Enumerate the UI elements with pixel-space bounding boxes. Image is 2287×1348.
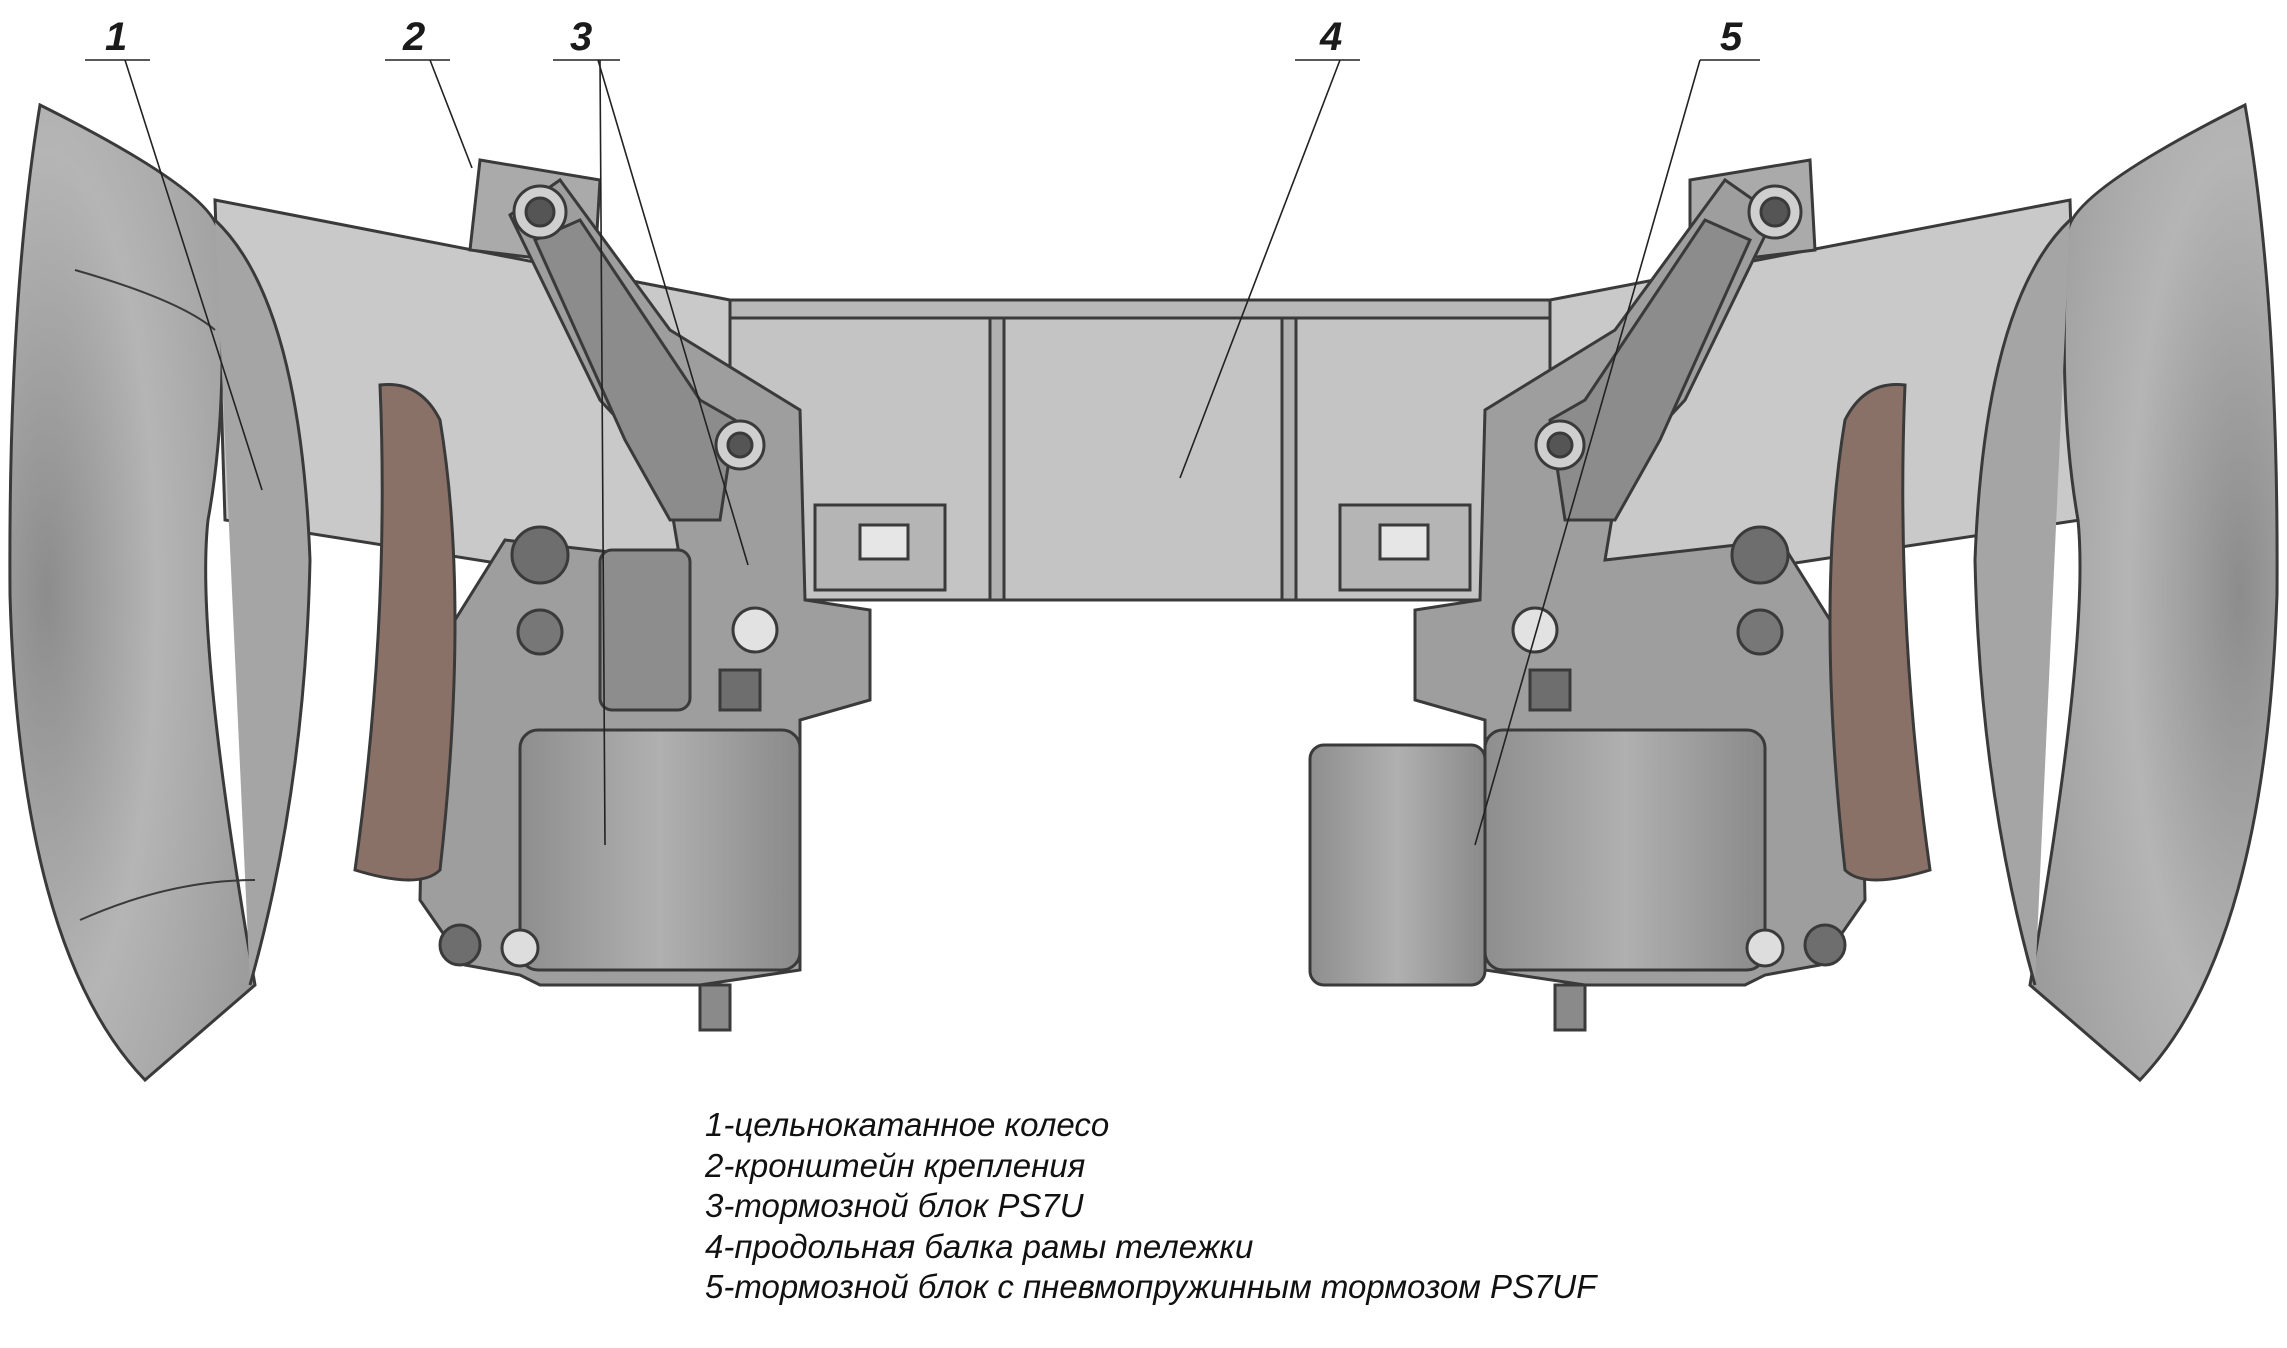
leader-lines bbox=[85, 59, 1760, 846]
right-wheel bbox=[1973, 102, 2279, 1083]
callout-4: 4 bbox=[1319, 15, 1342, 59]
longitudinal-beam bbox=[213, 198, 2082, 602]
brake-unit-ps7uf bbox=[1308, 177, 1932, 1032]
callout-5: 5 bbox=[1720, 15, 1743, 59]
left-wheel bbox=[8, 102, 312, 1083]
callout-1: 1 bbox=[105, 15, 127, 59]
legend-item-ps7u: 3-тормозной блок PS7U bbox=[705, 1187, 1084, 1224]
callout-3: 3 bbox=[570, 15, 592, 59]
brake-unit-ps7u bbox=[353, 177, 872, 1032]
legend: 1-цельнокатанное колесо 2-кронштейн креп… bbox=[705, 1105, 1596, 1308]
legend-item-wheel: 1-цельнокатанное колесо bbox=[705, 1106, 1110, 1143]
legend-item-ps7uf: 5-тормозной блок с пневмопружинным тормо… bbox=[705, 1268, 1597, 1305]
legend-item-bracket: 2-кронштейн крепления bbox=[705, 1146, 1086, 1184]
callout-2: 2 bbox=[402, 15, 425, 59]
legend-item-beam: 4-продольная балка рамы тележки bbox=[705, 1227, 1254, 1265]
